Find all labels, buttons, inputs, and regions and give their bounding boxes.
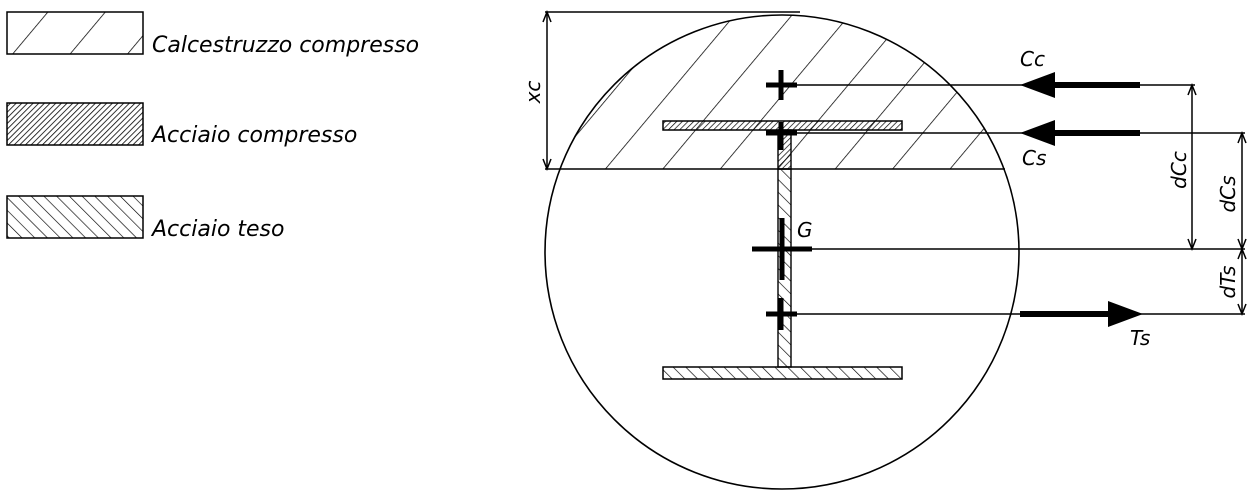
label-dcc: dCc	[1167, 151, 1191, 189]
legend: Calcestruzzo compresso Acciaio compresso…	[6, 11, 419, 242]
legend-swatch-concrete	[6, 11, 144, 55]
force-cc-arrow	[1020, 72, 1140, 98]
dimension-dts	[1237, 246, 1247, 317]
legend-swatch-steel-compressed	[6, 102, 144, 146]
label-g: G	[797, 218, 813, 242]
label-ts: Ts	[1130, 326, 1150, 350]
legend-swatch-steel-tension	[6, 195, 144, 239]
dimension-xc	[542, 9, 552, 172]
label-cc: Cc	[1020, 47, 1045, 71]
legend-item-steel-tension: Acciaio teso	[6, 195, 284, 242]
legend-label-steel-compressed: Acciaio compresso	[150, 123, 357, 148]
force-cs-arrow	[1020, 120, 1140, 146]
legend-item-concrete: Calcestruzzo compresso	[6, 11, 419, 58]
label-cs: Cs	[1022, 146, 1046, 170]
legend-label-steel-tension: Acciaio teso	[150, 217, 284, 242]
dimension-dcc	[1187, 82, 1197, 252]
legend-item-steel-compressed: Acciaio compresso	[6, 102, 357, 148]
bottom-flange	[662, 366, 903, 380]
legend-label-concrete: Calcestruzzo compresso	[152, 33, 419, 58]
circular-section	[544, 14, 1020, 490]
label-xc: xc	[521, 81, 545, 105]
cross-markers	[752, 70, 812, 330]
label-dts: dTs	[1216, 266, 1240, 299]
force-ts-arrow	[1020, 301, 1143, 327]
label-dcs: dCs	[1216, 175, 1240, 212]
